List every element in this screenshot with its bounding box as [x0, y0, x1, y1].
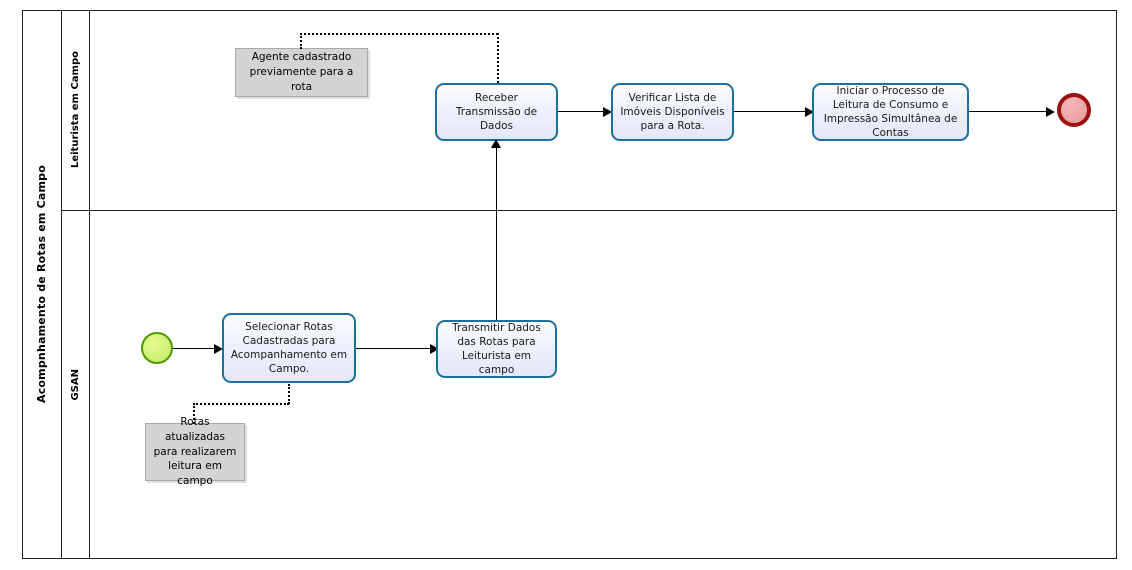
association-agente-segment-down: [497, 33, 499, 83]
task-verificar-lista-imoveis[interactable]: Verificar Lista de Imóveis Disponíveis p…: [611, 83, 734, 141]
task-iniciar-processo-leitura[interactable]: Iniciar o Processo de Leitura de Consumo…: [812, 83, 969, 141]
flow-transmitir-to-receber-arrowhead: [491, 139, 501, 148]
task-receber-transmissao-de-dados[interactable]: Receber Transmissão de Dados: [435, 83, 558, 141]
flow-verificar-to-iniciar-arrowhead: [805, 107, 814, 117]
task-iniciar-processo-leitura-label: Iniciar o Processo de Leitura de Consumo…: [823, 84, 958, 140]
lane-label-leiturista-text: Leiturista em Campo: [70, 51, 81, 169]
flow-receber-to-verificar: [558, 111, 604, 112]
annotation-rotas-atualizadas: Rotas atualizadas para realizarem leitur…: [145, 416, 245, 487]
association-agente-segment-right: [300, 33, 498, 35]
task-selecionar-rotas-cadastradas-label: Selecionar Rotas Cadastradas para Acompa…: [230, 320, 348, 376]
association-rotas-segment-up1: [193, 403, 195, 424]
task-verificar-lista-imoveis-label: Verificar Lista de Imóveis Disponíveis p…: [620, 91, 725, 133]
flow-selecionar-to-transmitir-arrowhead: [430, 344, 439, 354]
lane-divider: [62, 210, 1117, 211]
association-rotas-segment-up2: [288, 384, 290, 404]
lane-label-gsan-text: GSAN: [70, 368, 81, 401]
task-selecionar-rotas-cadastradas[interactable]: Selecionar Rotas Cadastradas para Acompa…: [222, 313, 356, 383]
task-transmitir-dados-rotas[interactable]: Transmitir Dados das Rotas para Leituris…: [436, 320, 557, 378]
association-agente-segment-up: [300, 33, 302, 49]
association-rotas-segment-right: [193, 403, 289, 405]
annotation-agente-cadastrado-text: Agente cadastrado previamente para a rot…: [249, 51, 354, 93]
pool-label: Acompnhamento de Rotas em Campo: [22, 10, 62, 559]
flow-verificar-to-iniciar: [734, 111, 806, 112]
flow-start-to-selecionar: [173, 348, 215, 349]
flow-selecionar-to-transmitir: [356, 348, 432, 349]
flow-iniciar-to-end-arrowhead: [1046, 107, 1055, 117]
task-transmitir-dados-rotas-label: Transmitir Dados das Rotas para Leituris…: [452, 321, 541, 377]
pool-label-text: Acompnhamento de Rotas em Campo: [35, 165, 48, 404]
flow-start-to-selecionar-arrowhead: [214, 344, 223, 354]
annotation-agente-cadastrado: Agente cadastrado previamente para a rot…: [235, 48, 368, 97]
end-event[interactable]: [1057, 93, 1091, 127]
lane-label-gsan: GSAN: [62, 210, 90, 559]
annotation-rotas-atualizadas-text: Rotas atualizadas para realizarem leitur…: [153, 416, 237, 488]
lane-label-leiturista: Leiturista em Campo: [62, 10, 90, 210]
task-receber-transmissao-de-dados-label: Receber Transmissão de Dados: [455, 91, 538, 133]
start-event[interactable]: [141, 332, 173, 364]
flow-transmitir-to-receber: [496, 148, 497, 320]
flow-receber-to-verificar-arrowhead: [603, 107, 612, 117]
flow-iniciar-to-end: [969, 111, 1052, 112]
